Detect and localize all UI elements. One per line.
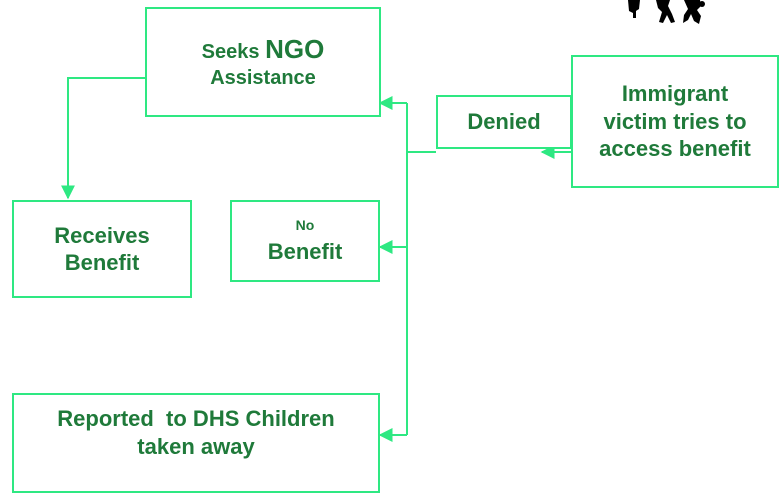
node-denied: Denied (436, 95, 572, 149)
node-seeks-ngo-line2: Assistance (210, 66, 316, 89)
node-receives-line2: Benefit (64, 250, 140, 275)
people-clipart-icon (628, 0, 705, 24)
node-immigrant-victim: Immigrant victim tries to access benefit (571, 55, 779, 188)
node-no-benefit: No Benefit (230, 200, 380, 282)
node-immigrant-line1: Immigrant (621, 81, 729, 107)
node-reported-dhs: Reported to DHS Children taken away (12, 393, 380, 493)
node-no-benefit-small: No (295, 216, 315, 233)
node-reported-line1: Reported to DHS Children (57, 406, 335, 431)
node-receives-line1: Receives (54, 222, 150, 248)
node-immigrant-line3: access benefit (599, 136, 751, 162)
node-seeks-word: Seeks (201, 41, 260, 64)
node-reported-line2: taken away (137, 433, 255, 459)
connector-ngo-to-receives (61, 77, 145, 200)
node-denied-label: Denied (467, 109, 541, 135)
node-receives-benefit: Receives Benefit (12, 200, 192, 298)
node-seeks-ngo-line1: Seeks NGO (202, 33, 325, 66)
node-no-benefit-big: Benefit (267, 239, 343, 264)
node-ngo-emphasis: NGO (265, 34, 325, 65)
flow-connectors (61, 77, 571, 442)
node-seeks-ngo-assistance: Seeks NGO Assistance (145, 7, 381, 117)
node-immigrant-line2: victim tries to (603, 108, 747, 134)
